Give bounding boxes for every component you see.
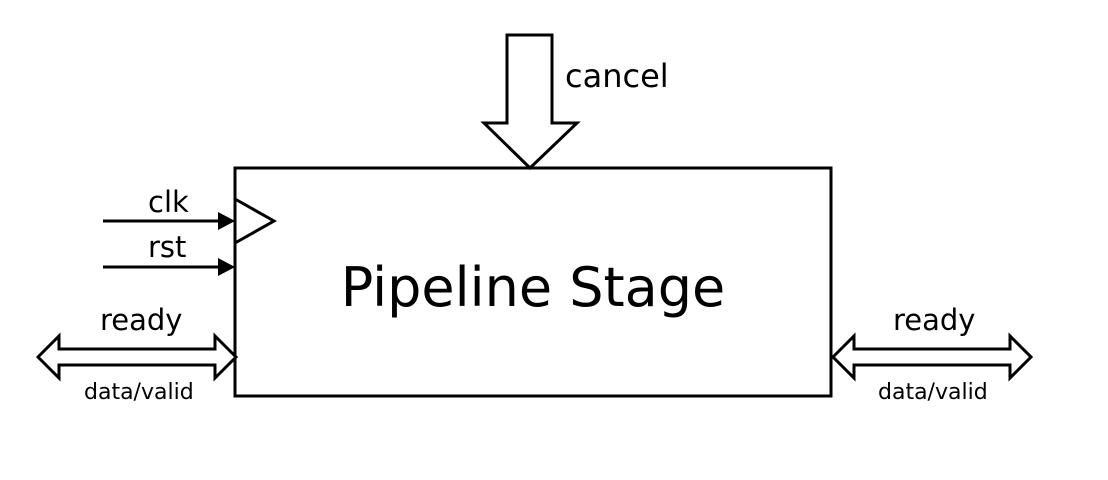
left-ready-label: ready — [100, 303, 182, 337]
cancel-arrow — [480, 33, 581, 171]
right-bidirectional-arrow — [830, 332, 1034, 382]
clk-arrowhead — [218, 212, 235, 230]
rst-label: rst — [148, 230, 186, 264]
clock-edge-marker — [234, 197, 278, 245]
pipeline-stage-block — [233, 166, 833, 398]
right-ready-label: ready — [893, 303, 975, 337]
right-data-valid-label: data/valid — [878, 380, 988, 405]
cancel-label: cancel — [565, 57, 669, 95]
clk-label: clk — [148, 185, 189, 219]
block-title: Pipeline Stage — [341, 256, 726, 319]
rst-arrowhead — [218, 258, 235, 276]
left-bidirectional-arrow — [35, 332, 239, 382]
left-data-valid-label: data/valid — [84, 380, 194, 405]
